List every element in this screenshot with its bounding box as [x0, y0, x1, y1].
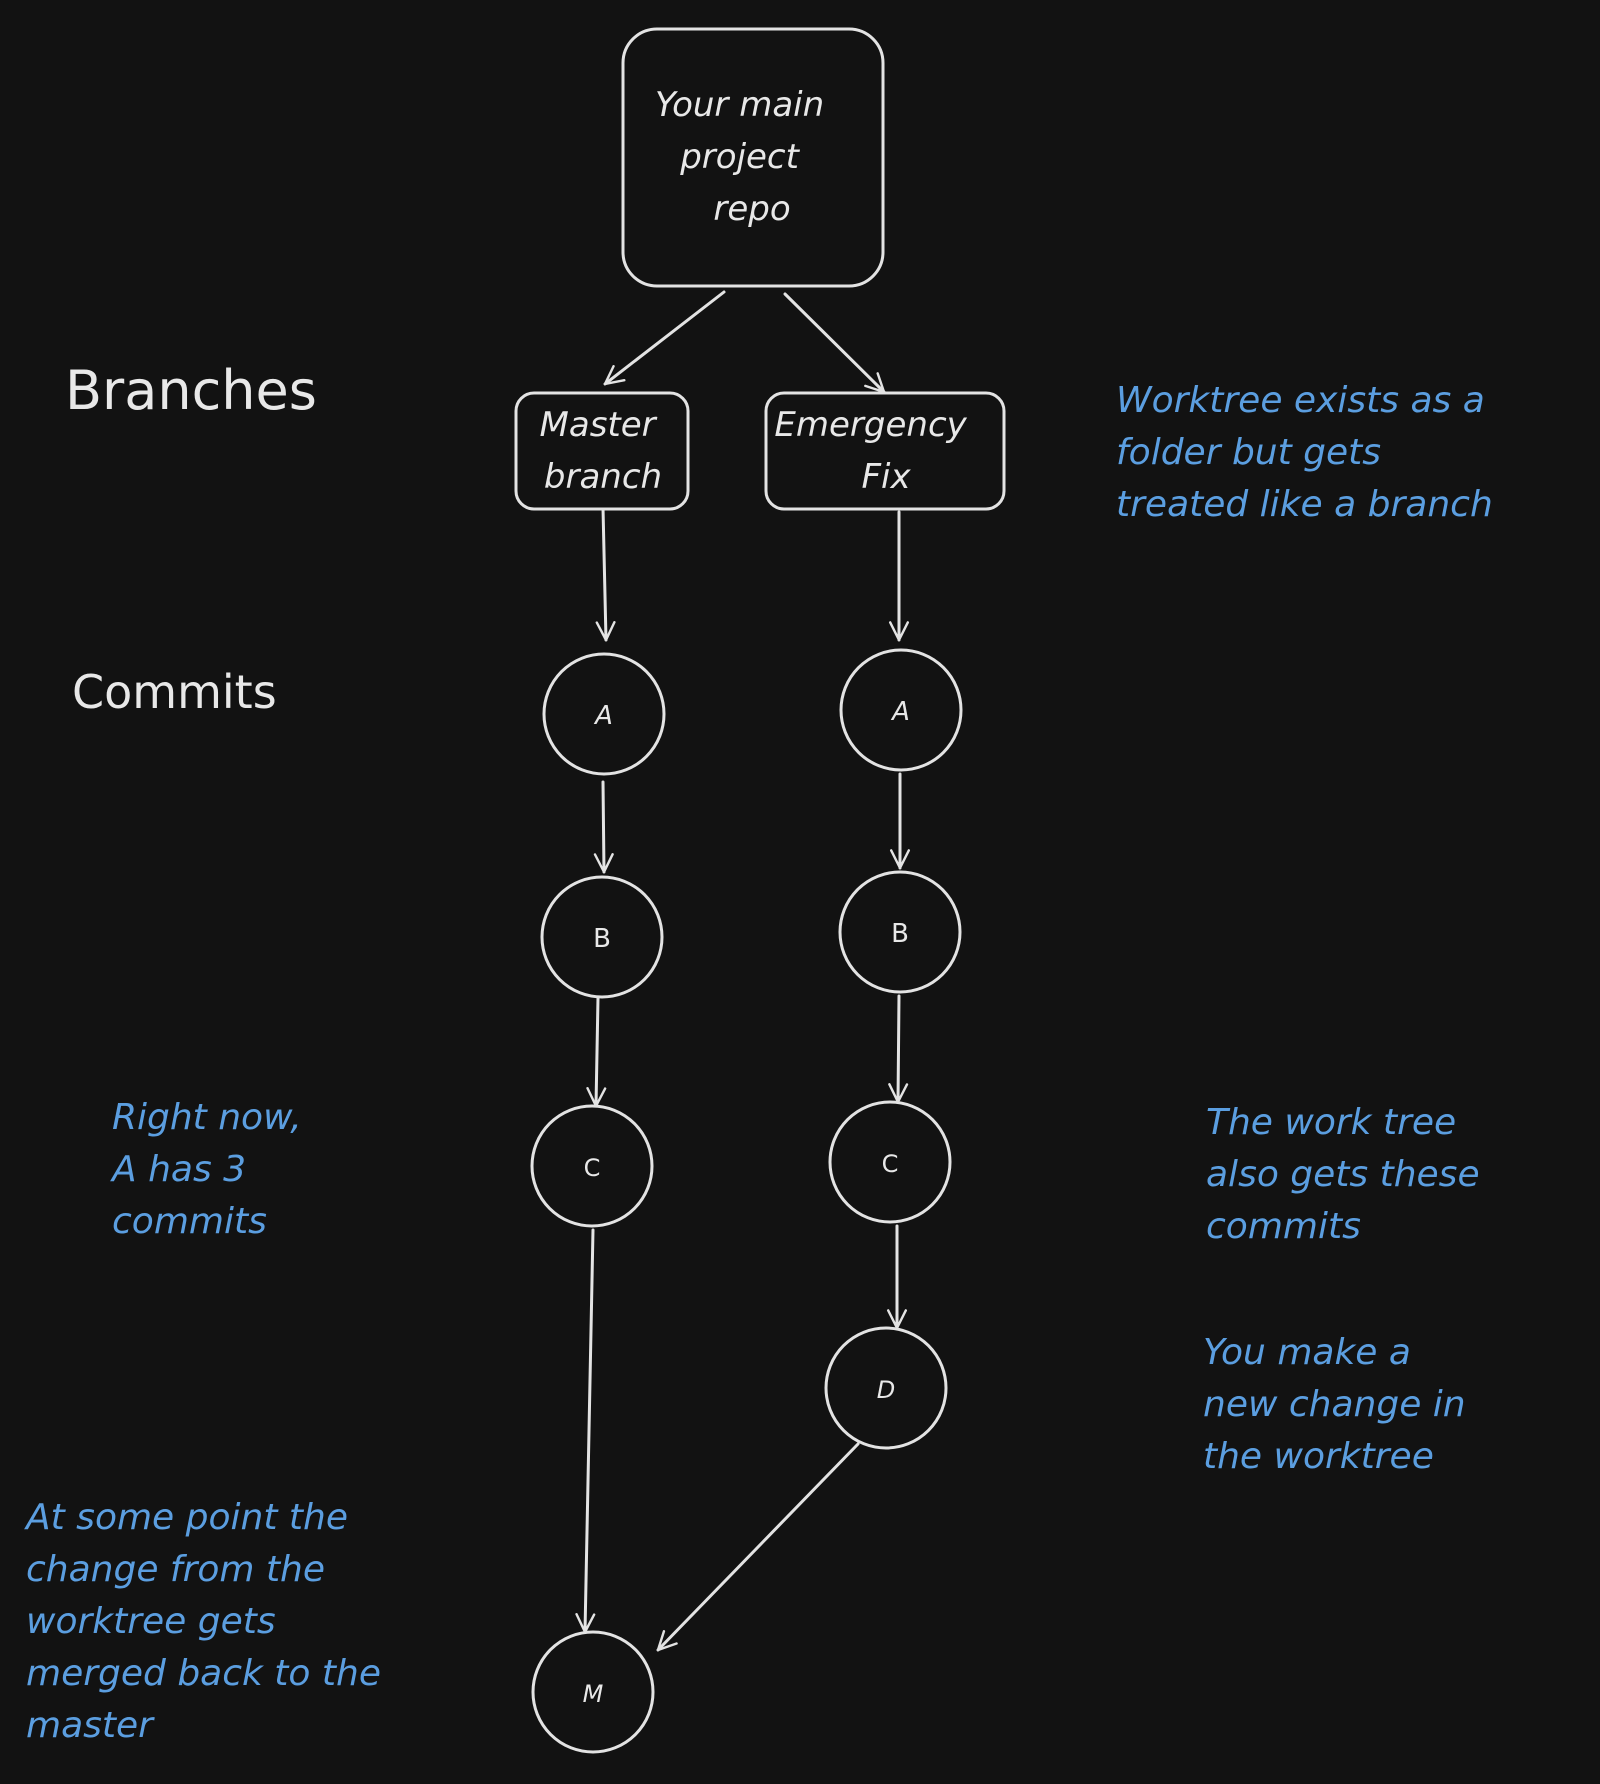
- branches-label: Branches: [65, 359, 317, 422]
- edge-master-to-a: [595, 506, 616, 642]
- commit-merge-m: M: [531, 1630, 655, 1754]
- merged-note: At some point the change from the worktr…: [24, 1497, 392, 1746]
- right-now-note: Right now, A has 3 commits: [110, 1097, 313, 1242]
- connectors: [575, 290, 911, 1652]
- worktree-note: Worktree exists as a folder but gets tre…: [1116, 380, 1496, 525]
- emergency-fix-label: Emergency Fix: [774, 405, 977, 497]
- svg-text:M: M: [583, 1680, 604, 1708]
- repo-label: Your main project repo: [655, 85, 835, 229]
- svg-text:D: D: [877, 1376, 895, 1404]
- edge-master-c-to-m: [575, 1228, 596, 1634]
- commit-master-a: A: [542, 652, 666, 776]
- edge-repo-to-emergency: [783, 292, 886, 394]
- svg-text:A: A: [593, 701, 613, 731]
- repo-box: Your main project repo: [621, 27, 885, 288]
- svg-text:A: A: [890, 697, 910, 727]
- commit-emergency-b: B: [838, 870, 962, 994]
- edge-emergency-b-to-c: [888, 994, 909, 1104]
- new-change-note: You make a new change in the worktree: [1203, 1332, 1477, 1477]
- edge-master-b-to-c: [586, 996, 607, 1108]
- commits-label: Commits: [72, 665, 277, 719]
- commit-emergency-a: A: [839, 648, 963, 772]
- edge-repo-to-master: [603, 290, 726, 386]
- master-branch-label: Master branch: [540, 405, 667, 497]
- also-gets-note: The work tree also gets these commits: [1206, 1102, 1491, 1247]
- svg-text:B: B: [593, 924, 611, 954]
- commit-emergency-d: D: [824, 1326, 948, 1450]
- svg-text:B: B: [891, 919, 909, 949]
- svg-text:C: C: [882, 1150, 899, 1178]
- edge-master-a-to-b: [593, 780, 614, 874]
- commit-master-c: C: [530, 1104, 654, 1228]
- commit-emergency-c: C: [828, 1100, 952, 1224]
- edge-emergency-d-to-m: [656, 1442, 860, 1652]
- master-branch-box: Master branch: [514, 391, 690, 511]
- svg-text:C: C: [584, 1154, 601, 1182]
- commit-master-b: B: [540, 875, 664, 999]
- emergency-fix-box: Emergency Fix: [764, 391, 1006, 511]
